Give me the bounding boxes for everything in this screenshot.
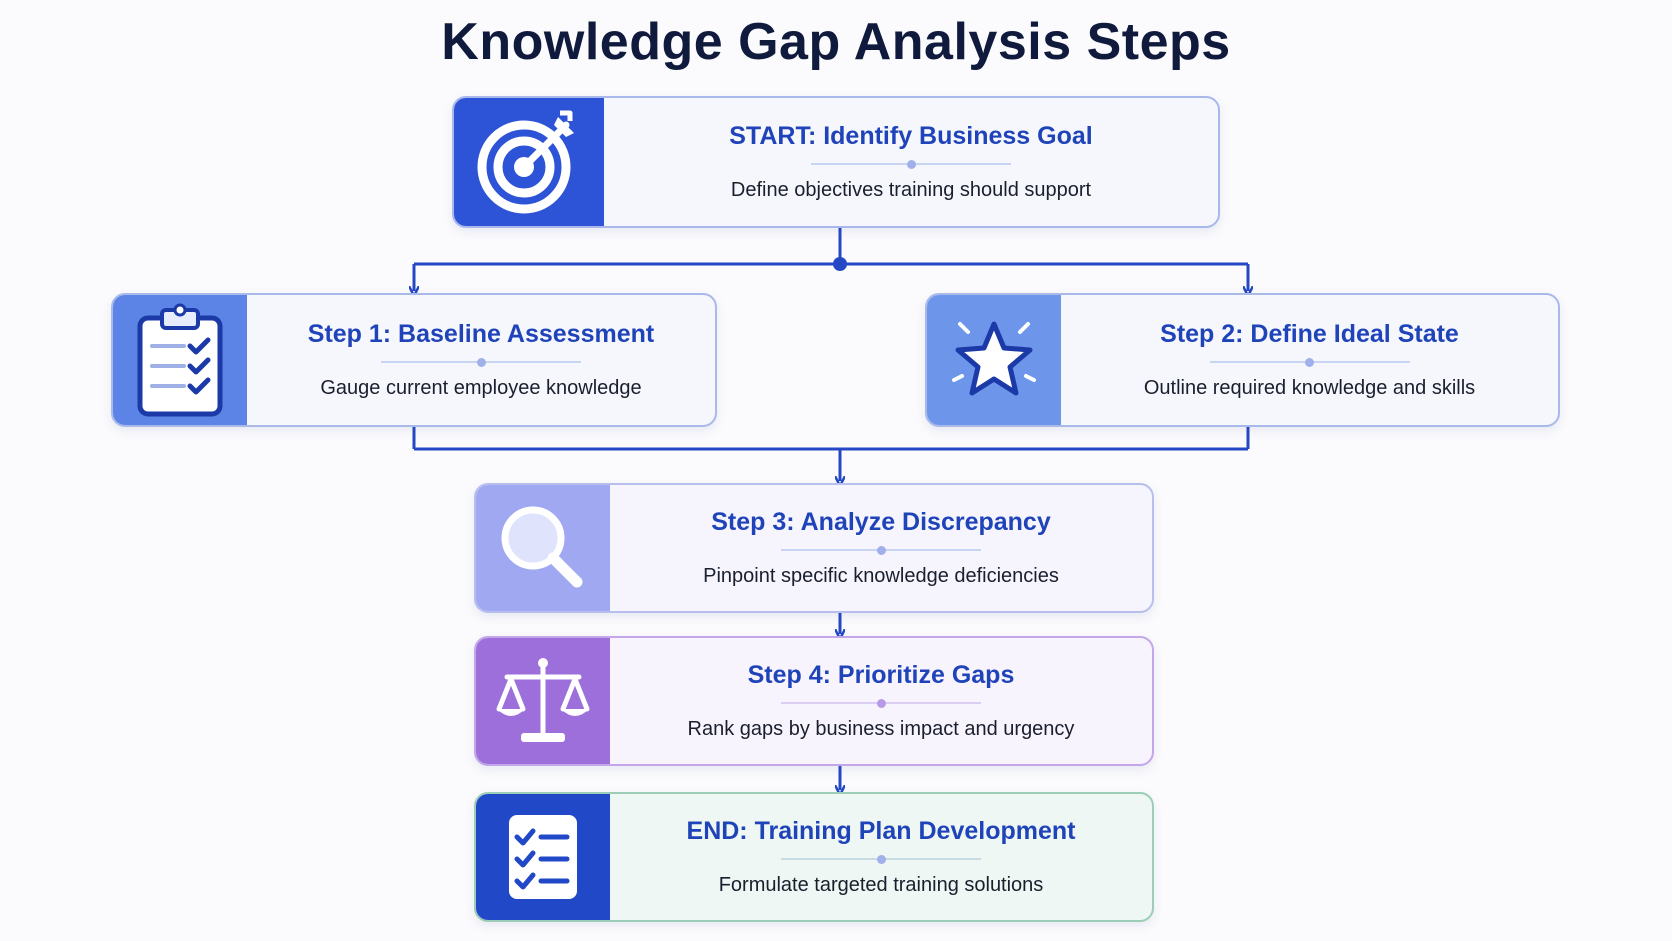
step1-heading: Step 1: Baseline Assessment: [307, 320, 655, 348]
end-card: END: Training Plan Development Formulate…: [474, 792, 1154, 922]
start-divider: [811, 159, 1011, 169]
step1-text: Step 1: Baseline Assessment Gauge curren…: [247, 295, 715, 425]
start-heading: START: Identify Business Goal: [729, 122, 1093, 150]
step4-icon-box: [476, 638, 610, 764]
end-divider: [781, 854, 981, 864]
step3-heading: Step 3: Analyze Discrepancy: [711, 508, 1051, 536]
step4-card: Step 4: Prioritize Gaps Rank gaps by bus…: [474, 636, 1154, 766]
step1-description: Gauge current employee knowledge: [320, 377, 642, 399]
step2-text: Step 2: Define Ideal State Outline requi…: [1061, 295, 1558, 425]
branch-node: [833, 257, 847, 271]
step1-icon-box: [113, 295, 247, 425]
magnifier-icon: [501, 506, 583, 588]
step4-divider: [781, 698, 981, 708]
checklist-icon: [509, 815, 577, 899]
step3-text: Step 3: Analyze Discrepancy Pinpoint spe…: [610, 485, 1152, 611]
step2-divider: [1209, 357, 1410, 367]
start-icon-box: [454, 98, 604, 226]
step3-card: Step 3: Analyze Discrepancy Pinpoint spe…: [474, 483, 1154, 613]
step2-description: Outline required knowledge and skills: [1143, 377, 1476, 399]
star-icon: [952, 321, 1036, 396]
page-title: Knowledge Gap Analysis Steps: [441, 13, 1231, 71]
start-card: START: Identify Business Goal Define obj…: [452, 96, 1220, 228]
step2-card: Step 2: Define Ideal State Outline requi…: [925, 293, 1560, 427]
step4-text: Step 4: Prioritize Gaps Rank gaps by bus…: [610, 638, 1152, 764]
step3-icon-box: [476, 485, 610, 611]
end-icon-box: [476, 794, 610, 920]
end-heading: END: Training Plan Development: [686, 817, 1076, 845]
step1-card: Step 1: Baseline Assessment Gauge curren…: [111, 293, 717, 427]
step2-icon-box: [927, 295, 1061, 425]
target-icon: [477, 110, 574, 214]
start-text: START: Identify Business Goal Define obj…: [604, 98, 1218, 226]
step3-divider: [781, 545, 981, 555]
step3-description: Pinpoint specific knowledge deficiencies: [703, 565, 1059, 587]
start-description: Define objectives training should suppor…: [730, 179, 1092, 201]
step1-divider: [381, 357, 581, 367]
step4-description: Rank gaps by business impact and urgency: [687, 718, 1075, 740]
step4-heading: Step 4: Prioritize Gaps: [747, 661, 1015, 689]
step2-heading: Step 2: Define Ideal State: [1160, 320, 1459, 348]
end-text: END: Training Plan Development Formulate…: [610, 794, 1152, 920]
scales-icon: [496, 658, 590, 742]
clipboard-checklist-icon: [137, 303, 223, 417]
end-description: Formulate targeted training solutions: [718, 874, 1044, 896]
